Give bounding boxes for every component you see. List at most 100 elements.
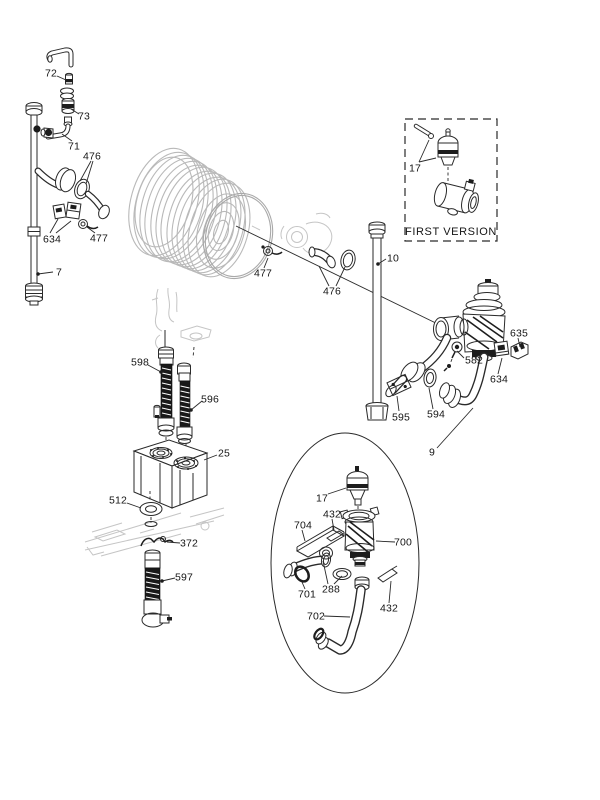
part-label-17-first-version: 17 <box>409 163 421 175</box>
leader-line-598 <box>147 364 162 373</box>
leader-line-594 <box>428 387 434 410</box>
part-label-596: 596 <box>201 394 219 406</box>
dashed-border <box>404 118 498 242</box>
part-label-701: 701 <box>298 589 316 601</box>
leader-line-704 <box>301 529 306 542</box>
leader-dot-597 <box>160 579 164 583</box>
hose-597 <box>141 549 172 628</box>
detail-ellipse-group <box>270 432 420 694</box>
part-label-432-upper: 432 <box>323 509 341 521</box>
washer-476-right <box>340 249 356 271</box>
part-label-477-right: 477 <box>254 268 272 280</box>
tank-port-2 <box>173 456 199 470</box>
leader-dot-596 <box>189 408 193 412</box>
part-label-10: 10 <box>387 253 399 265</box>
washer-594 <box>423 368 437 388</box>
pipe-9-coupling <box>438 382 462 408</box>
elbow-coupling <box>55 167 77 193</box>
parts-634-left <box>52 201 82 220</box>
air-vent-17 <box>346 466 369 518</box>
part-label-72: 72 <box>45 68 57 80</box>
leader-line-597 <box>161 577 176 582</box>
tank-port-1 <box>149 447 173 459</box>
gasket-ring <box>332 568 352 580</box>
part-label-9: 9 <box>429 447 435 459</box>
part-label-704: 704 <box>294 520 312 532</box>
detail-ellipse <box>270 432 420 694</box>
leader-line-476-left <box>79 160 92 182</box>
left-pipe-7 <box>25 102 43 306</box>
motor-valve-700 <box>339 506 380 567</box>
leader-line-476-left <box>85 160 94 185</box>
clamp-634-right <box>493 340 510 357</box>
leader-line-634-left <box>55 220 72 234</box>
part-label-594: 594 <box>427 409 445 421</box>
pipe-open-end <box>47 55 53 63</box>
leader-line-288 <box>322 560 329 585</box>
part-label-700: 700 <box>394 537 412 549</box>
leader-line-477-right <box>263 257 269 269</box>
bracket-432-lower <box>377 565 398 583</box>
part-label-71: 71 <box>68 141 80 153</box>
leader-dot-7 <box>36 272 40 276</box>
pipe-bottom-coupling <box>25 282 43 306</box>
pin-part <box>413 123 434 139</box>
part-label-372: 372 <box>180 538 198 550</box>
clip-477-left <box>78 219 99 230</box>
leader-line-635 <box>517 337 521 348</box>
left-connection-group <box>34 167 110 230</box>
part-label-477-left: 477 <box>90 233 108 245</box>
part-label-635: 635 <box>510 328 528 340</box>
leader-line-72 <box>56 75 67 81</box>
part-label-595: 595 <box>392 412 410 424</box>
leader-line-372 <box>166 541 181 544</box>
leader-line-17-first-version <box>418 157 437 163</box>
leader-line-582 <box>456 350 465 359</box>
part-label-7: 7 <box>56 267 62 279</box>
part-73-fitting <box>61 98 75 114</box>
grommet-512 <box>139 491 163 527</box>
bracket-432-upper <box>326 530 344 542</box>
leader-line-9 <box>436 407 474 449</box>
leader-line-288 <box>333 575 343 585</box>
elbow-701 <box>283 552 332 583</box>
leader-line-701 <box>301 581 306 590</box>
leader-line-25 <box>203 454 218 461</box>
inlet-hose-group <box>385 333 452 398</box>
hose-clamp <box>141 612 172 628</box>
clip-372 <box>140 536 174 547</box>
part-label-634-right: 634 <box>490 374 508 386</box>
part-label-476-left: 476 <box>83 151 101 163</box>
ghost-base-plate <box>84 507 225 557</box>
part-label-288: 288 <box>322 584 340 596</box>
clip-595 <box>386 373 412 397</box>
part-label-17-pump: 17 <box>316 493 328 505</box>
pipe-tap-fitting <box>33 125 41 133</box>
top-left-fitting-group <box>40 47 75 140</box>
leader-line-477-left <box>86 226 96 234</box>
part-label-512: 512 <box>109 495 127 507</box>
part-label-25: 25 <box>218 448 230 460</box>
valve-body-fv <box>433 178 479 216</box>
leader-line-432-upper <box>331 518 335 531</box>
clip-477-right <box>261 245 283 256</box>
part-label-582: 582 <box>465 355 483 367</box>
small-bolt <box>153 404 161 418</box>
part-label-634-left: 634 <box>43 234 61 246</box>
ghost-coil-outlet <box>251 212 333 255</box>
leader-line-17-pump <box>327 487 347 495</box>
gasket-dark <box>294 565 310 583</box>
ghost-bracket <box>151 287 212 359</box>
leader-line-634-left <box>49 218 59 234</box>
leader-line-595 <box>396 395 400 412</box>
assembly-line <box>235 225 447 329</box>
sensor-582 <box>443 341 463 372</box>
elbow-open-end <box>308 246 316 258</box>
coil-o-ring <box>202 192 274 280</box>
leader-line-71 <box>61 133 73 142</box>
leader-line-634-right <box>497 357 503 375</box>
air-vent-valve-fv <box>437 128 459 186</box>
part-71-pipe <box>40 116 73 140</box>
